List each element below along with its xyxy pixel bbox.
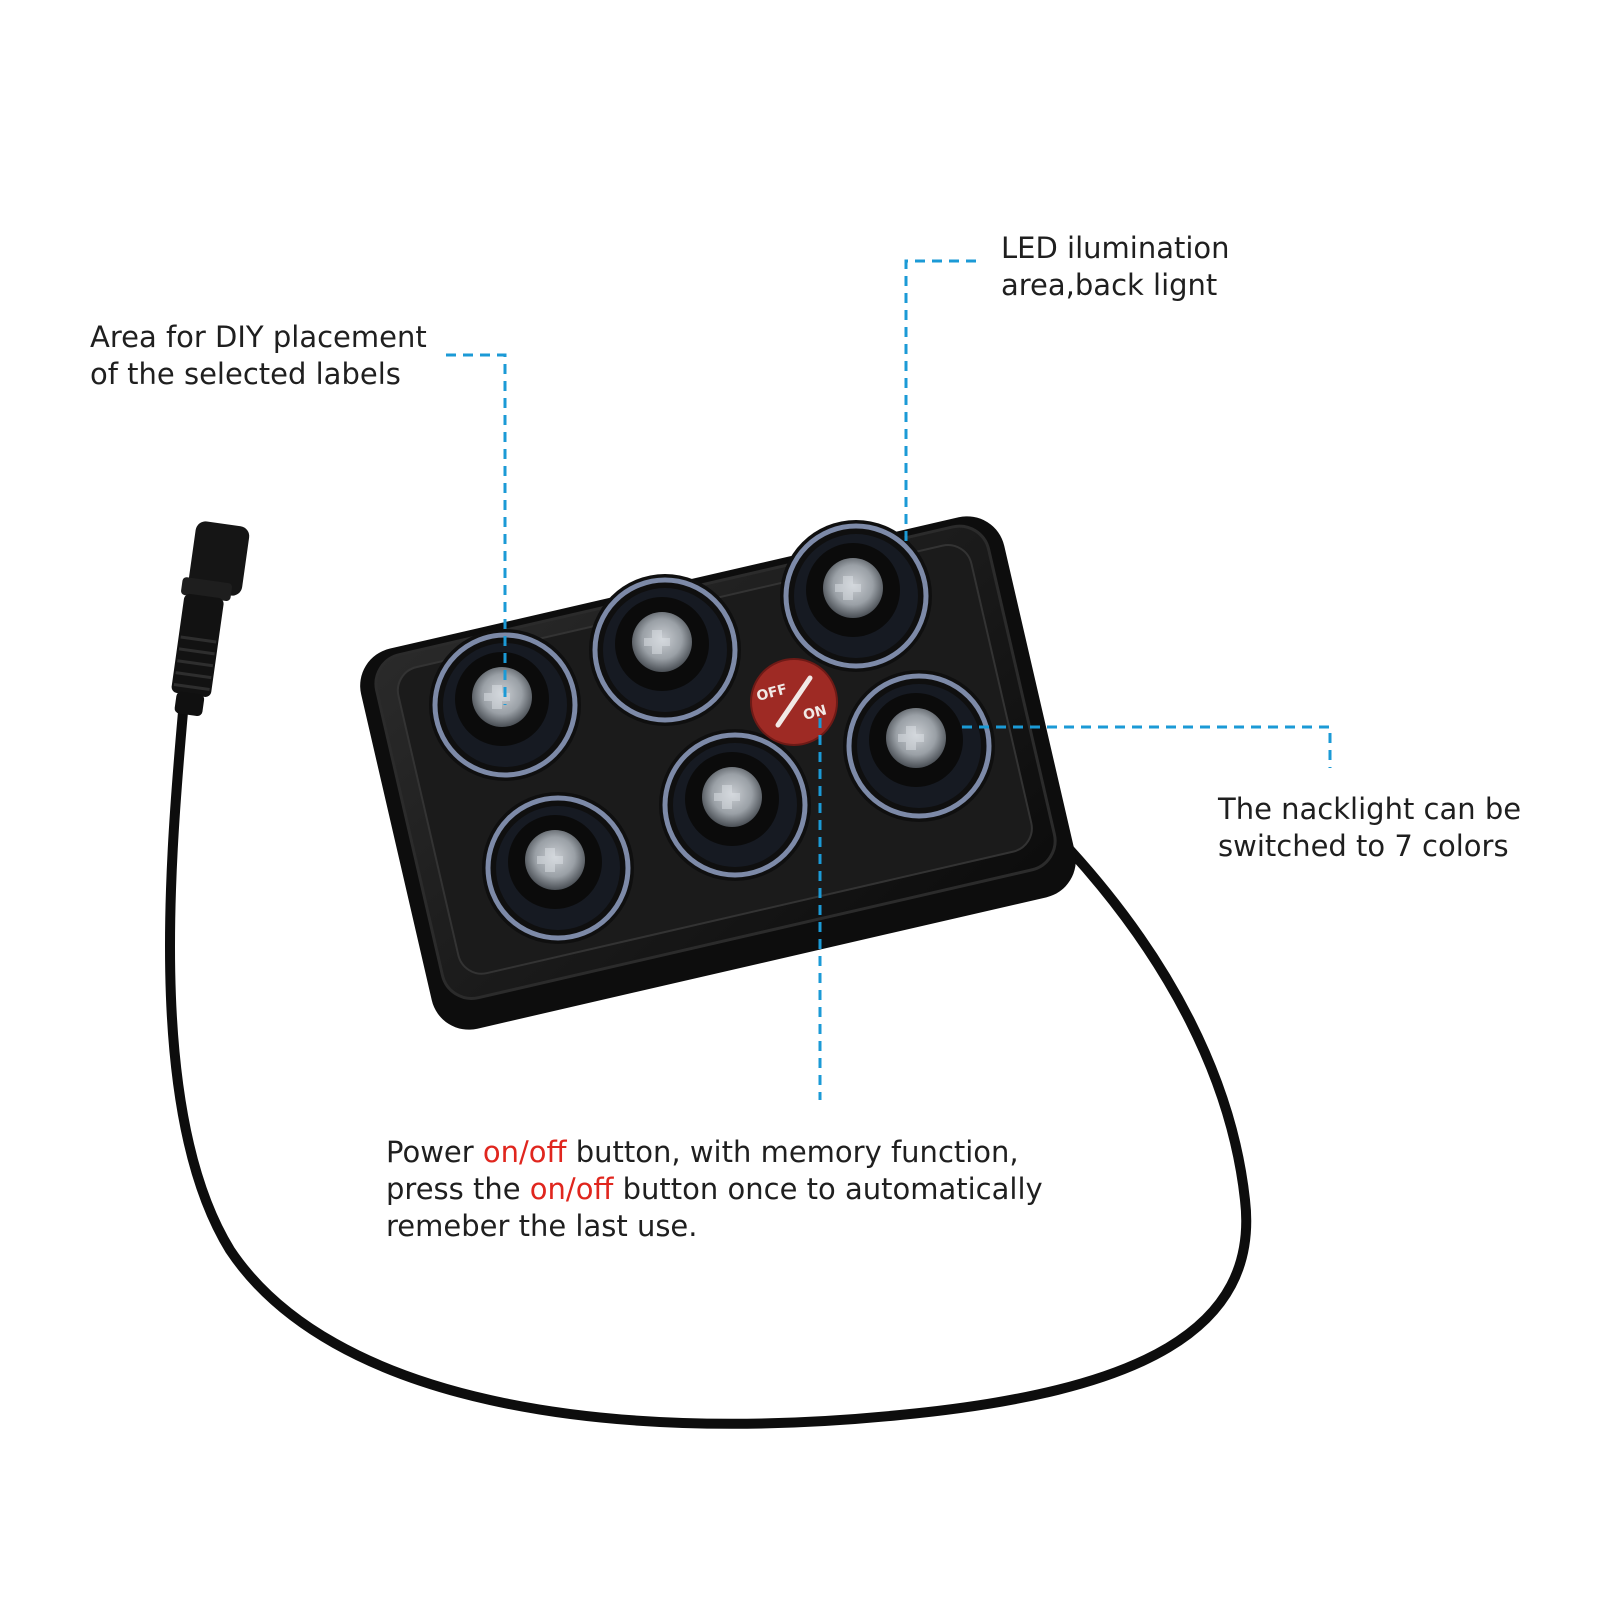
callout-power-button: Power on/off button, with memory functio… (386, 1135, 1043, 1243)
button-grid (429, 520, 995, 944)
backlit-button-5[interactable] (659, 729, 811, 881)
highlight-on-off: on/off (529, 1172, 614, 1206)
backlit-button-1[interactable] (429, 629, 581, 781)
lens-glyph-icon (714, 785, 740, 809)
lens-glyph-icon (898, 726, 924, 750)
power-button[interactable]: OFF ON (750, 658, 838, 746)
lens-glyph-icon (484, 685, 510, 709)
callout-led-area: LED ilumination area,back lignt (1001, 231, 1230, 302)
backlit-button-2[interactable] (589, 574, 741, 726)
backlit-button-3[interactable] (780, 520, 932, 672)
leader-lines (446, 259, 1332, 1100)
lens-glyph-icon (835, 576, 861, 600)
backlit-button-4[interactable] (482, 792, 634, 944)
callout-diy-area: Area for DIY placement of the selected l… (90, 320, 427, 391)
power-button-off-label: OFF (755, 681, 789, 704)
backlit-button-6[interactable] (843, 670, 995, 822)
callout-backlight: The nacklight can be switched to 7 color… (1218, 792, 1522, 863)
power-button-on-label: ON (801, 702, 828, 724)
leader-backlight (962, 725, 1332, 768)
leader-led (904, 259, 976, 545)
leader-diy (446, 353, 507, 705)
lens-glyph-icon (644, 630, 670, 654)
connector-plug (171, 521, 250, 717)
cable (164, 707, 1252, 1429)
highlight-on-off: on/off (482, 1135, 567, 1169)
lens-glyph-icon (537, 848, 563, 872)
